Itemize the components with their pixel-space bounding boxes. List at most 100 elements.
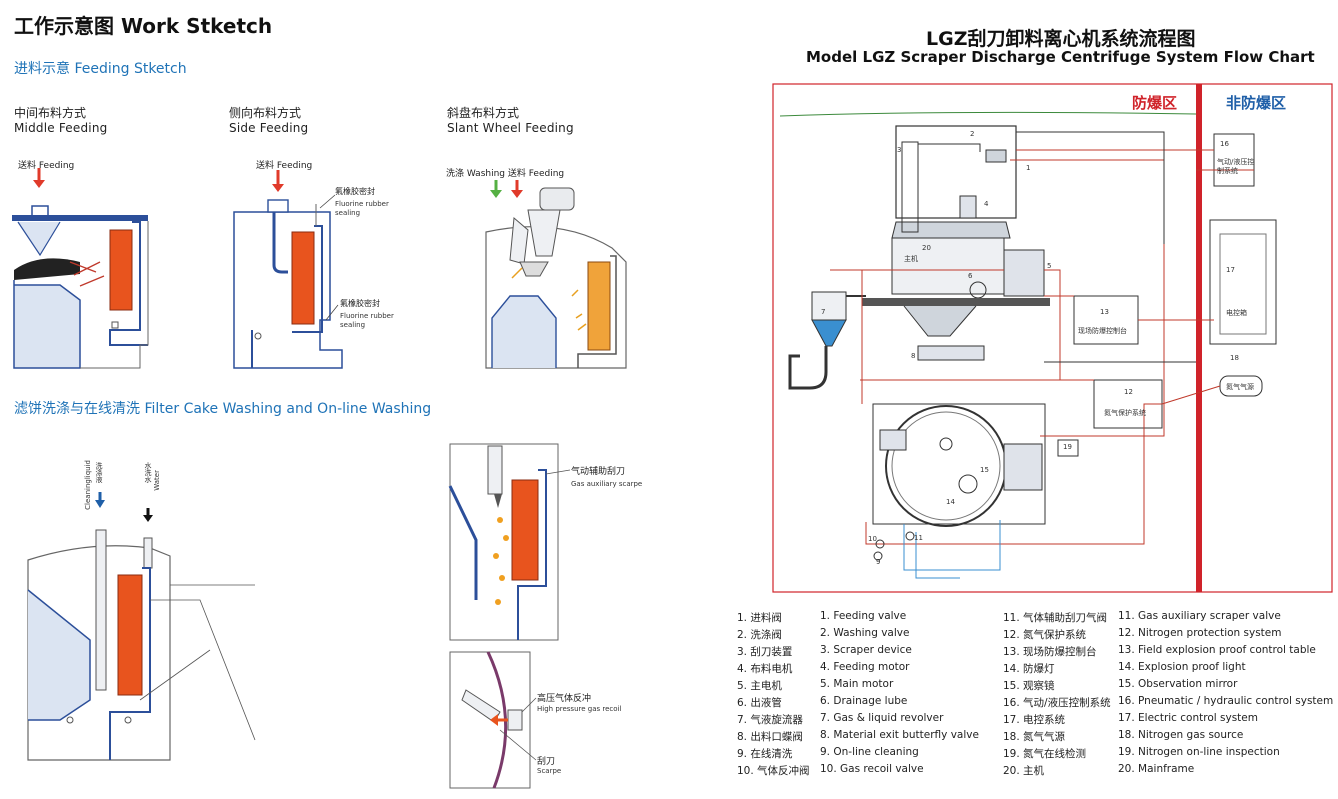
feeding-motor [959, 195, 977, 219]
flow-title-en: Model LGZ Scraper Discharge Centrifuge S… [806, 48, 1315, 66]
legend-15-zh: 15. 观察镜 [1003, 680, 1055, 692]
legend-14-zh: 14. 防爆灯 [1003, 663, 1055, 675]
side-casing [233, 211, 343, 369]
slant-feeding-sketch [485, 180, 627, 369]
slant-flow [511, 267, 587, 331]
middle-feeding-sketch [12, 168, 149, 369]
legend-4-en: 4. Feeding motor [820, 661, 910, 673]
gas-aux-wall [448, 485, 478, 600]
line-j [865, 403, 1162, 545]
legend-9-en: 9. On-line cleaning [820, 746, 919, 758]
gas-aux-cake [511, 479, 539, 581]
side-cake [291, 231, 315, 325]
legend-2-en: 2. Washing valve [820, 627, 910, 639]
middle-lid [12, 215, 148, 221]
line-l [1016, 131, 1165, 244]
scraper-en: Scarpe [537, 767, 562, 775]
legend-18-en: 18. Nitrogen gas source [1118, 729, 1244, 741]
drop-3 [493, 553, 499, 559]
washing-section-title: 滤饼洗涤与在线清洗 Filter Cake Washing and On-lin… [14, 401, 432, 417]
box-16-label: 气动/液压控制系统 [1217, 158, 1255, 175]
legend-15-en: 15. Observation mirror [1118, 678, 1238, 690]
hp-gas-arrow-head [490, 714, 498, 726]
feed-arrow-middle-head [33, 180, 45, 188]
box-16 [1213, 133, 1255, 187]
main-label: 主机 [904, 255, 918, 263]
side-basket [292, 225, 323, 333]
legend-10-zh: 10. 气体反冲阀 [737, 765, 810, 777]
num-18: 18 [1230, 354, 1239, 362]
num-7: 7 [821, 308, 826, 316]
num-13: 13 [1100, 308, 1109, 316]
wash-bolt-1 [66, 716, 74, 724]
scraper-zh: 刮刀 [537, 757, 556, 767]
box-12-label: 氮气保护系统 [1104, 409, 1146, 417]
mode-middle-en: Middle Feeding [14, 121, 108, 135]
zone-explosion: 防爆区 [1132, 94, 1178, 112]
red-lines [830, 149, 1254, 545]
legend-11-zh: 11. 气体辅助刮刀气阀 [1003, 612, 1108, 624]
top-view [872, 403, 1046, 527]
legend-20-en: 20. Mainframe [1118, 763, 1195, 775]
cyclone-top [811, 291, 847, 321]
num-3: 3 [897, 146, 902, 154]
top-view-motor [1003, 443, 1043, 491]
legend-2-zh: 2. 洗涤阀 [737, 629, 782, 641]
slant-wheel [519, 261, 549, 277]
ground-line [779, 111, 1197, 117]
machine-base [862, 298, 1050, 306]
num-6: 6 [968, 272, 973, 280]
middle-cake [109, 229, 133, 311]
box-17-label: 电控箱 [1226, 309, 1247, 317]
top-view-inner [891, 411, 1001, 521]
mode-middle: 中间布料方式 Middle Feeding [14, 104, 107, 135]
feed-valve [985, 149, 1007, 163]
legend-19-en: 19. Nitrogen on-line inspection [1118, 746, 1280, 758]
legend-6-zh: 6. 出液管 [737, 697, 782, 709]
legend-7-zh: 7. 气液旋流器 [737, 714, 803, 726]
cyclone-cone [811, 319, 847, 347]
side-feeding-sketch [233, 170, 343, 369]
legend-7-en: 7. Gas & liquid revolver [820, 712, 944, 724]
box-18-label: 氮气气源 [1226, 383, 1254, 391]
top-view-mirror [939, 437, 953, 451]
mode-slant-en: Slant Wheel Feeding [447, 121, 574, 135]
mode-side-zh: 侧向布料方式 [229, 106, 302, 120]
mode-slant-zh: 斜盘布料方式 [447, 106, 520, 120]
slant-hub [491, 295, 557, 368]
valve-11 [905, 531, 915, 541]
mode-middle-zh: 中间布料方式 [14, 106, 87, 120]
line-c [1044, 269, 1094, 381]
machine-lid [891, 221, 1011, 239]
hp-gas-zh: 高压气体反冲 [537, 694, 592, 704]
flow-title-zh: LGZ刮刀卸料离心机系统流程图 [926, 28, 1196, 50]
hp-gas-en: High pressure gas recoil [537, 705, 622, 713]
hp-gas-leader [499, 697, 537, 761]
side-bolt [254, 332, 262, 340]
wash-bolt-2 [124, 716, 132, 724]
feed-label-middle: 送料 Feeding [18, 161, 75, 171]
legend-8-zh: 8. 出料口蝶阀 [737, 731, 803, 743]
num-8: 8 [911, 352, 916, 360]
legend-6-en: 6. Drainage lube [820, 695, 908, 707]
middle-bolt [111, 321, 119, 329]
flow-frame [772, 83, 1333, 593]
zone-divider [1196, 84, 1202, 592]
gas-aux-leader [545, 469, 571, 475]
legend-16-zh: 16. 气动/液压控制系统 [1003, 697, 1111, 709]
legend-14-en: 14. Explosion proof light [1118, 661, 1246, 673]
feed-arrow-slant-head [511, 190, 523, 198]
side-feed-pipe [272, 212, 288, 274]
num-5: 5 [1047, 262, 1052, 270]
num-14: 14 [946, 498, 955, 506]
scraper-device [901, 141, 919, 233]
wash-arrow-head [490, 190, 502, 198]
valve-9 [873, 551, 883, 561]
machine-hood [895, 125, 1017, 219]
legend-11-en: 11. Gas auxiliary scraper valve [1118, 610, 1281, 622]
legend-20-zh: 20. 主机 [1003, 765, 1045, 777]
black-lines [1016, 131, 1196, 363]
line-n [903, 520, 1001, 571]
slant-basket [577, 255, 617, 368]
